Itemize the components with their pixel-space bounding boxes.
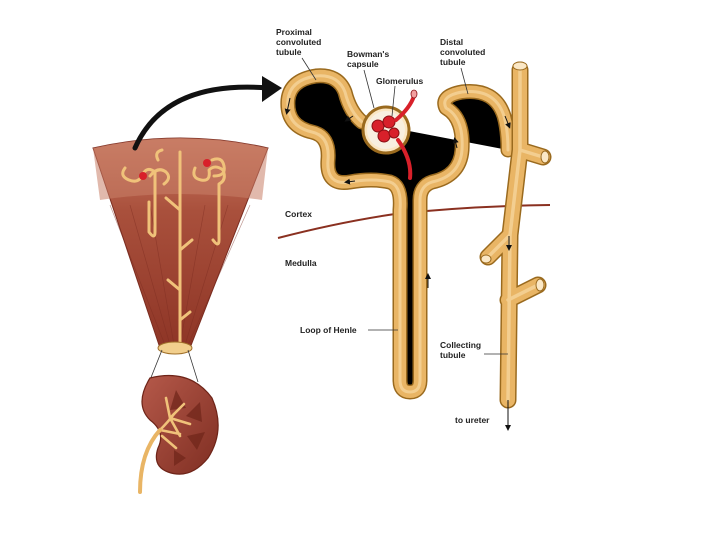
label-collecting-1: Collecting — [440, 340, 481, 350]
label-distal-1: Distal — [440, 37, 463, 47]
label-glomerulus: Glomerulus — [376, 76, 424, 86]
label-distal-3: tubule — [440, 57, 466, 67]
label-proximal-2: convoluted — [276, 37, 321, 47]
kidney-wedge — [92, 137, 269, 355]
label-medulla: Medulla — [285, 258, 317, 268]
label-bowmans-1: Bowman's — [347, 49, 389, 59]
wedge-glomerulus-icon — [139, 172, 147, 180]
leader-lines — [301, 57, 508, 355]
kidney-section — [138, 374, 219, 494]
label-proximal-3: tubule — [276, 47, 302, 57]
glomerulus — [371, 89, 418, 180]
label-collecting-2: tubule — [440, 350, 466, 360]
label-distal-2: convoluted — [440, 47, 485, 57]
label-bowmans-2: capsule — [347, 59, 379, 69]
label-to-ureter: to ureter — [455, 415, 490, 425]
label-proximal-1: Proximal — [276, 27, 312, 37]
wedge-glomerulus-icon — [203, 159, 211, 167]
label-loop-of-henle: Loop of Henle — [300, 325, 357, 335]
nephron-tubules — [288, 61, 549, 400]
label-cortex: Cortex — [285, 209, 312, 219]
flow-arrows — [284, 97, 512, 431]
projection-line — [187, 349, 199, 383]
zoom-arrowhead-icon — [262, 76, 282, 102]
zoom-arrow — [132, 84, 271, 151]
projection-line — [149, 349, 163, 381]
